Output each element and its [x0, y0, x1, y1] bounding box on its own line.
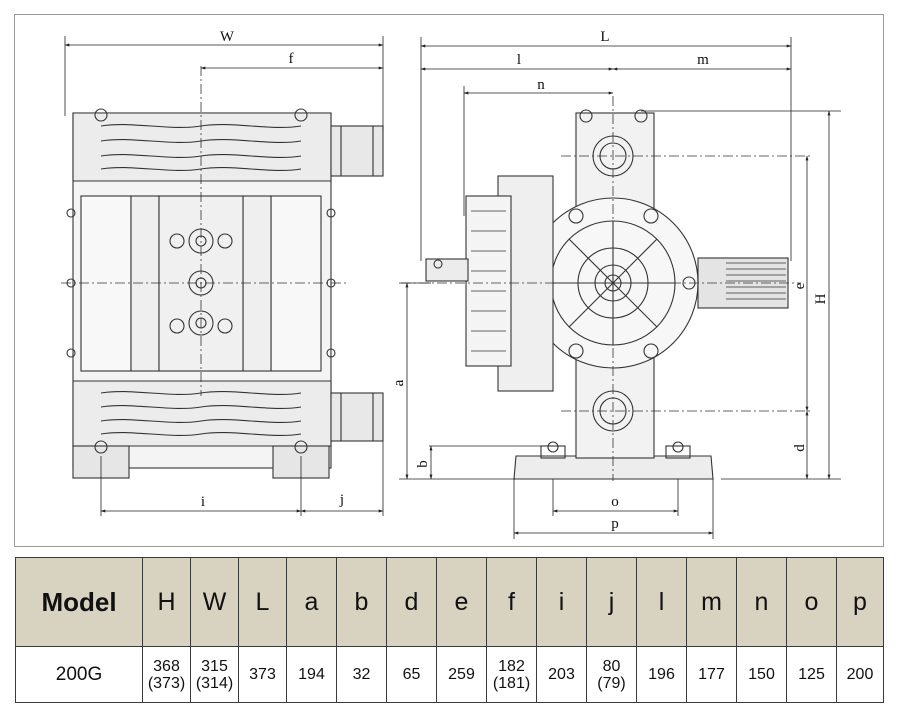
cell-value: 150	[748, 666, 775, 683]
dim-label-W: W	[220, 29, 235, 45]
dim-label-e: e	[792, 282, 808, 289]
header-cell-W: W	[190, 557, 239, 647]
spec-table: Model H W L a b d e f i j l m n o p 200G…	[15, 557, 884, 703]
front-dimensions	[64, 36, 384, 516]
dim-label-j: j	[339, 492, 344, 508]
cell-m: 177	[686, 646, 737, 703]
dim-label-n: n	[537, 77, 545, 93]
cell-H: 368(373)	[142, 646, 191, 703]
header-cell-b: b	[336, 557, 387, 647]
cell-value: 200G	[55, 664, 103, 685]
side-dimension-labels: L l m n H e d a b o p	[391, 29, 829, 532]
cell-value: 368	[153, 657, 180, 675]
dim-label-a: a	[391, 379, 407, 386]
cell-alt-value: (373)	[147, 674, 186, 692]
side-base	[513, 455, 714, 480]
header-cell-model: Model	[15, 557, 143, 647]
cell-o: 125	[786, 646, 837, 703]
header-cell-p: p	[836, 557, 884, 647]
header-cell-l: l	[636, 557, 687, 647]
cell-p: 200	[836, 646, 884, 703]
cell-value: 259	[448, 666, 475, 683]
side-dimensions	[399, 37, 841, 539]
dim-label-L: L	[600, 29, 609, 45]
header-cell-m: m	[686, 557, 737, 647]
table-header-row: Model H W L a b d e f i j l m n o p	[15, 557, 884, 647]
dim-label-f: f	[289, 51, 294, 67]
cell-value: 200	[846, 666, 874, 683]
dim-label-m: m	[697, 52, 709, 68]
header-cell-i: i	[536, 557, 587, 647]
cell-alt-value: (79)	[597, 674, 626, 692]
cell-value: 182	[498, 657, 525, 675]
header-cell-a: a	[286, 557, 337, 647]
cell-alt-value: (181)	[492, 674, 531, 692]
drawing-frame: W f i j	[14, 14, 884, 547]
cell-alt-value: (314)	[195, 674, 234, 692]
header-cell-o: o	[786, 557, 837, 647]
cell-l: 196	[636, 646, 687, 703]
cell-L: 373	[238, 646, 287, 703]
header-cell-L: L	[238, 557, 287, 647]
cell-value: 194	[298, 666, 325, 683]
dim-label-p: p	[611, 516, 619, 532]
front-dimension-labels: W f i j	[201, 29, 344, 510]
cell-W: 315(314)	[190, 646, 239, 703]
cell-n: 150	[736, 646, 787, 703]
dim-label-d: d	[792, 444, 808, 452]
dimension-drawing: W f i j	[61, 29, 841, 539]
cell-e: 259	[436, 646, 487, 703]
header-cell-H: H	[142, 557, 191, 647]
cell-value: 80	[602, 657, 621, 675]
cell-b: 32	[336, 646, 387, 703]
cell-value: 196	[648, 666, 675, 683]
cell-i: 203	[536, 646, 587, 703]
dim-label-b: b	[415, 460, 431, 468]
cell-value: 125	[798, 666, 825, 683]
side-view	[401, 96, 813, 481]
table-row: 200G 368(373) 315(314) 373 194 32 65 259…	[15, 646, 884, 703]
header-cell-j: j	[586, 557, 637, 647]
header-cell-d: d	[386, 557, 437, 647]
cell-f: 182(181)	[486, 646, 537, 703]
header-cell-e: e	[436, 557, 487, 647]
cell-value: 65	[402, 666, 421, 683]
dim-label-i: i	[201, 494, 205, 510]
cell-model: 200G	[15, 646, 143, 703]
cell-j: 80(79)	[586, 646, 637, 703]
cell-a: 194	[286, 646, 337, 703]
dim-label-o: o	[611, 494, 619, 510]
cell-value: 32	[352, 666, 371, 683]
dim-label-H: H	[813, 293, 829, 304]
cell-value: 315	[201, 657, 228, 675]
cell-value: 203	[548, 666, 575, 683]
front-view	[61, 66, 384, 479]
cell-value: 177	[698, 666, 725, 683]
cell-value: 373	[249, 666, 276, 683]
dim-label-l: l	[517, 52, 521, 68]
header-cell-f: f	[486, 557, 537, 647]
header-cell-n: n	[736, 557, 787, 647]
cell-d: 65	[386, 646, 437, 703]
